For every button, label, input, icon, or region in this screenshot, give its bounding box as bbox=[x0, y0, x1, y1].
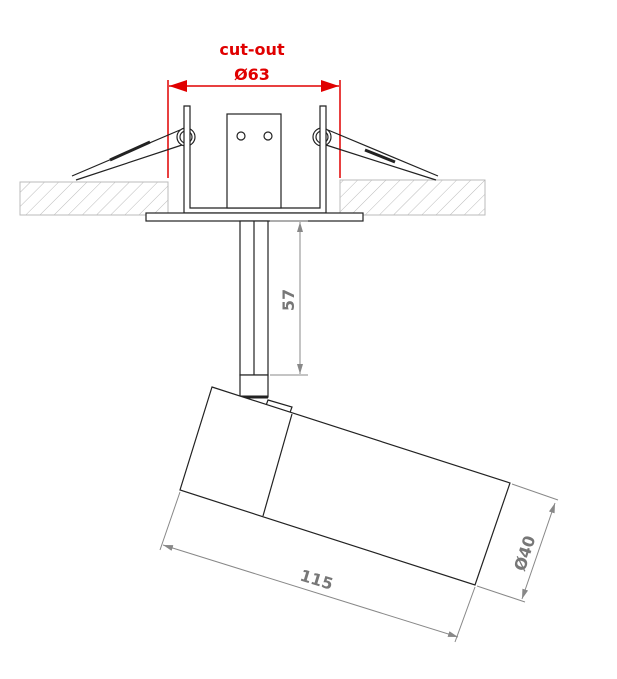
stem-height-label: 57 bbox=[279, 289, 298, 311]
ceiling-right bbox=[339, 179, 486, 216]
stem-height-dimension: 57 bbox=[270, 220, 308, 376]
spotlight-head bbox=[179, 386, 511, 586]
spring-clip-right bbox=[312, 127, 439, 181]
mounting-bracket bbox=[145, 105, 364, 222]
stem bbox=[239, 220, 269, 399]
cutout-label: cut-out bbox=[219, 40, 285, 59]
cutout-dimension: cut-out Ø63 bbox=[167, 40, 341, 178]
ceiling-left bbox=[19, 181, 169, 216]
diameter-label: Ø40 bbox=[510, 533, 539, 573]
length-label: 115 bbox=[298, 566, 336, 594]
spring-clip-left bbox=[71, 127, 196, 181]
cutout-value: Ø63 bbox=[234, 65, 270, 84]
